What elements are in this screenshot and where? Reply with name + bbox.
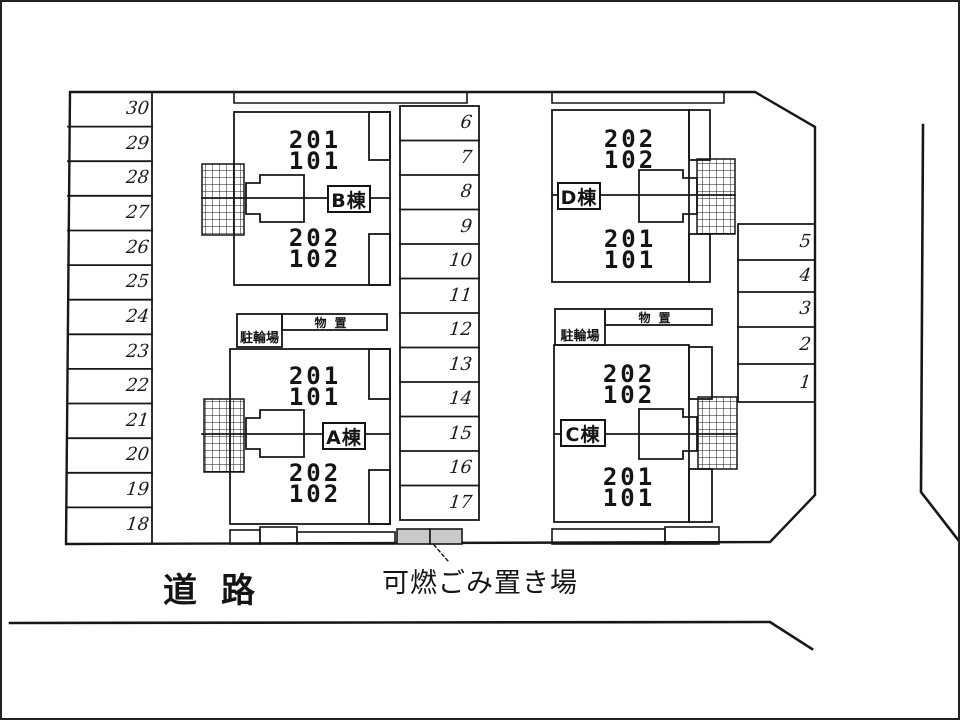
building-c-label: C棟 <box>560 419 606 447</box>
storage-label-a: 物置 <box>314 315 355 330</box>
site-boundary <box>64 90 817 546</box>
road-edge-right <box>919 123 958 542</box>
stairs-hatch-a <box>203 398 245 473</box>
parking-space-number: 27 <box>125 202 151 223</box>
parking-space-number: 3 <box>798 298 813 319</box>
parking-space-number: 14 <box>448 388 474 409</box>
parking-space-number: 23 <box>125 341 151 362</box>
parking-space-number: 30 <box>125 98 151 119</box>
parking-space-number: 19 <box>125 479 151 500</box>
bicycle-parking-label-a: 駐輪場 <box>239 331 279 346</box>
parking-space-number: 5 <box>798 231 813 252</box>
stairs-hatch-b <box>201 163 245 236</box>
parking-space-number: 11 <box>448 285 474 306</box>
parking-space-number: 15 <box>448 423 474 444</box>
parking-space-number: 16 <box>448 457 474 478</box>
parking-space-number: 10 <box>448 250 474 271</box>
parking-space-number: 20 <box>125 444 151 465</box>
parking-space-number: 9 <box>459 216 474 237</box>
parking-space-number: 2 <box>798 334 813 355</box>
building-b-outline <box>201 111 391 286</box>
garbage-area <box>396 528 463 545</box>
parking-space-number: 4 <box>798 265 813 286</box>
building-d-outline <box>551 109 736 283</box>
parking-space-number: 18 <box>125 514 151 535</box>
parking-space-number: 13 <box>448 354 474 375</box>
stairs-hatch-d <box>696 158 736 235</box>
parking-space-number: 24 <box>125 306 151 327</box>
parking-space-number: 26 <box>125 237 151 258</box>
building-d-label: D棟 <box>557 182 601 210</box>
parking-space-number: 17 <box>448 492 474 513</box>
parking-column-left <box>67 91 153 543</box>
building-c-outline <box>553 344 738 523</box>
parking-column-right <box>737 223 816 403</box>
top-strip-line <box>233 91 725 104</box>
parking-space-number: 7 <box>459 147 474 168</box>
stairs-hatch-c <box>697 396 738 470</box>
parking-space-number: 25 <box>125 271 151 292</box>
parking-space-number: 22 <box>125 375 151 396</box>
parking-space-number: 8 <box>459 181 474 202</box>
parking-space-number: 1 <box>798 372 813 393</box>
parking-space-number: 6 <box>459 112 474 133</box>
bicycle-parking-label-c: 駐輪場 <box>560 329 600 344</box>
parking-column-middle <box>399 105 480 521</box>
parking-space-number: 29 <box>125 133 151 154</box>
road-label: 道路 <box>163 571 279 611</box>
garbage-place-label: 可燃ごみ置き場 <box>382 568 578 599</box>
road-edge-bottom <box>8 620 814 651</box>
facility-boxes <box>236 308 713 348</box>
parking-space-number: 12 <box>448 319 474 340</box>
garbage-leader-line <box>433 544 449 562</box>
parking-space-number: 28 <box>125 167 151 188</box>
service-boxes <box>229 526 720 545</box>
parking-space-number: 21 <box>125 410 151 431</box>
building-b-label: B棟 <box>327 185 371 213</box>
storage-label-c: 物置 <box>638 310 679 325</box>
building-a-label: A棟 <box>322 422 366 450</box>
